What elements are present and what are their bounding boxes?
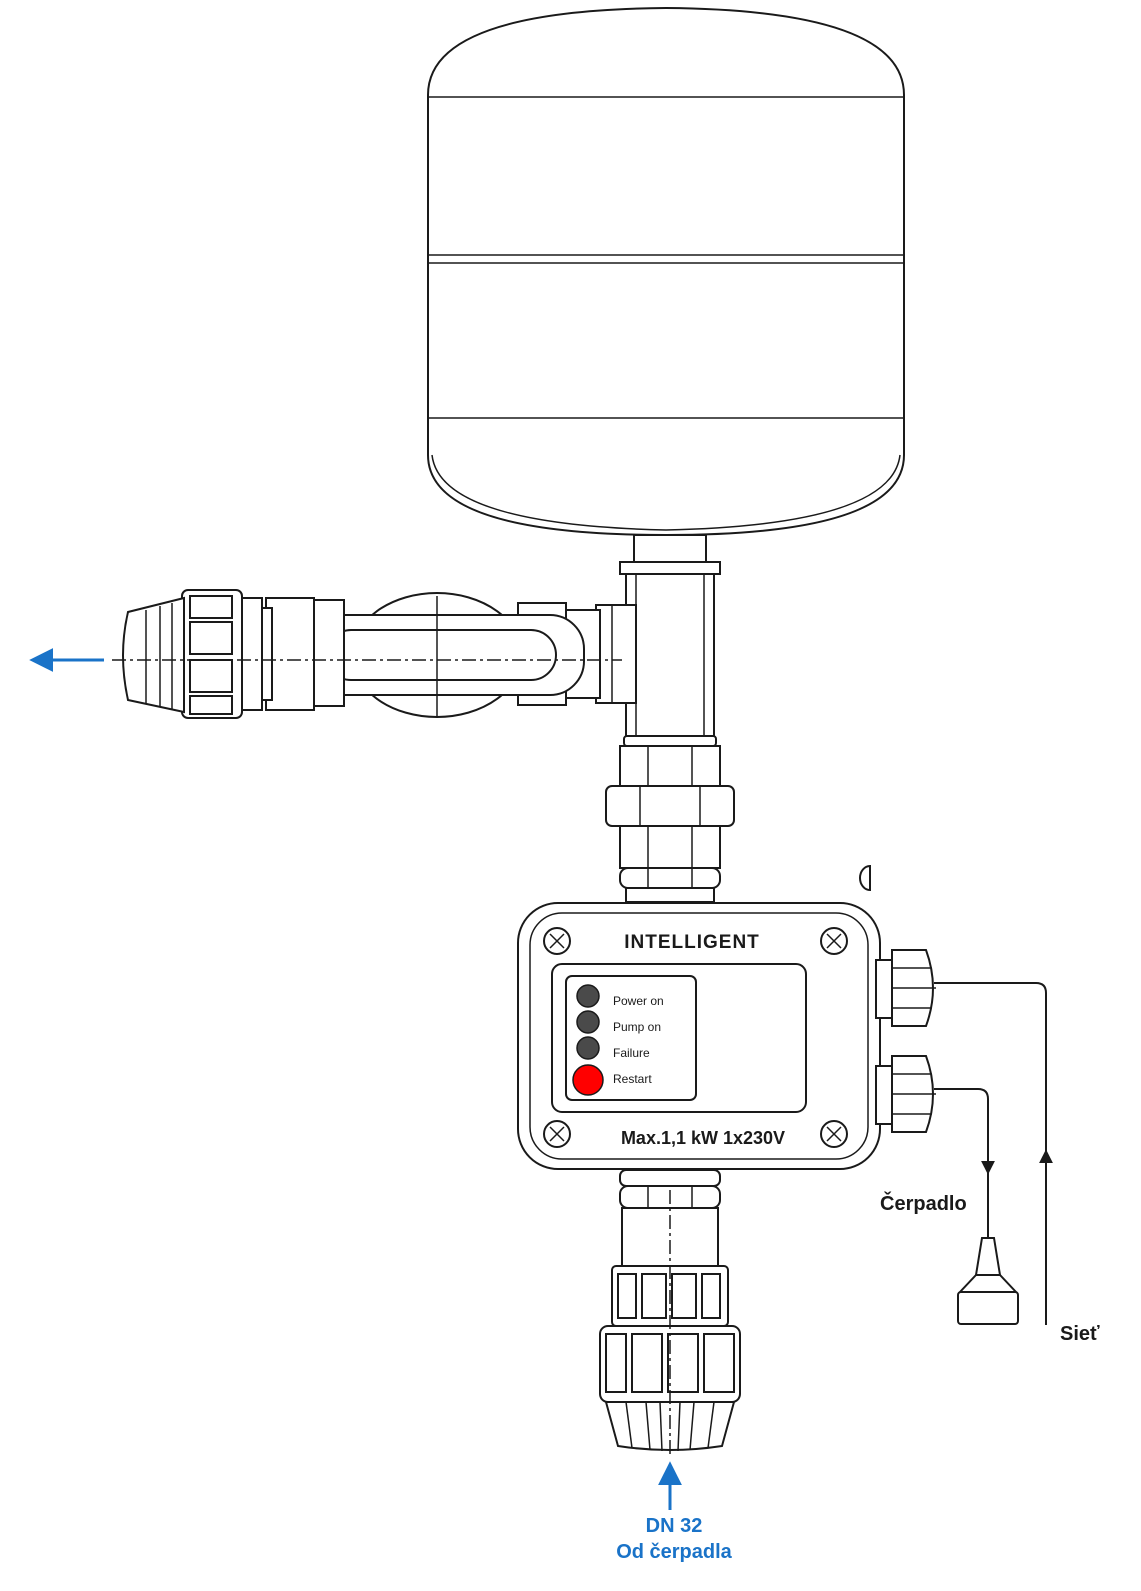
controller-brand-label: INTELLIGENT	[624, 932, 760, 953]
restart-label: Restart	[613, 1072, 652, 1086]
outlet-compression-fitting	[122, 589, 263, 719]
tee-fitting	[595, 534, 721, 737]
pump-label: Čerpadlo	[880, 1191, 967, 1215]
pressure-controller: INTELLIGENT Power on Pump on Failure Res…	[517, 902, 881, 1170]
failure-label: Failure	[613, 1046, 650, 1060]
power-on-label: Power on	[613, 994, 664, 1008]
screw-icon	[820, 1120, 848, 1148]
inlet-source-label: Od čerpadla	[616, 1541, 732, 1563]
expansion-tank	[427, 6, 905, 537]
screw-icon	[820, 927, 848, 955]
controller-rating-label: Max.1,1 kW 1x230V	[621, 1128, 785, 1148]
mains-cable-line	[934, 982, 1047, 1325]
pump-on-label: Pump on	[613, 1020, 661, 1034]
pump-cable-line	[934, 1088, 989, 1244]
pump-plug-icon	[957, 1237, 1019, 1325]
failure-led-icon	[576, 1036, 600, 1060]
screw-icon	[543, 1120, 571, 1148]
mains-cable-gland	[875, 949, 936, 1027]
ball-valve	[261, 592, 601, 718]
restart-button[interactable]	[572, 1064, 604, 1096]
pump-cable-gland	[875, 1055, 936, 1133]
pump-on-led-icon	[576, 1010, 600, 1034]
power-on-led-icon	[576, 984, 600, 1008]
half-circle-mark	[859, 864, 871, 892]
screw-icon	[543, 927, 571, 955]
union-connector	[605, 735, 735, 903]
mains-label: Sieť	[1060, 1323, 1100, 1345]
inlet-size-label: DN 32	[646, 1515, 703, 1537]
